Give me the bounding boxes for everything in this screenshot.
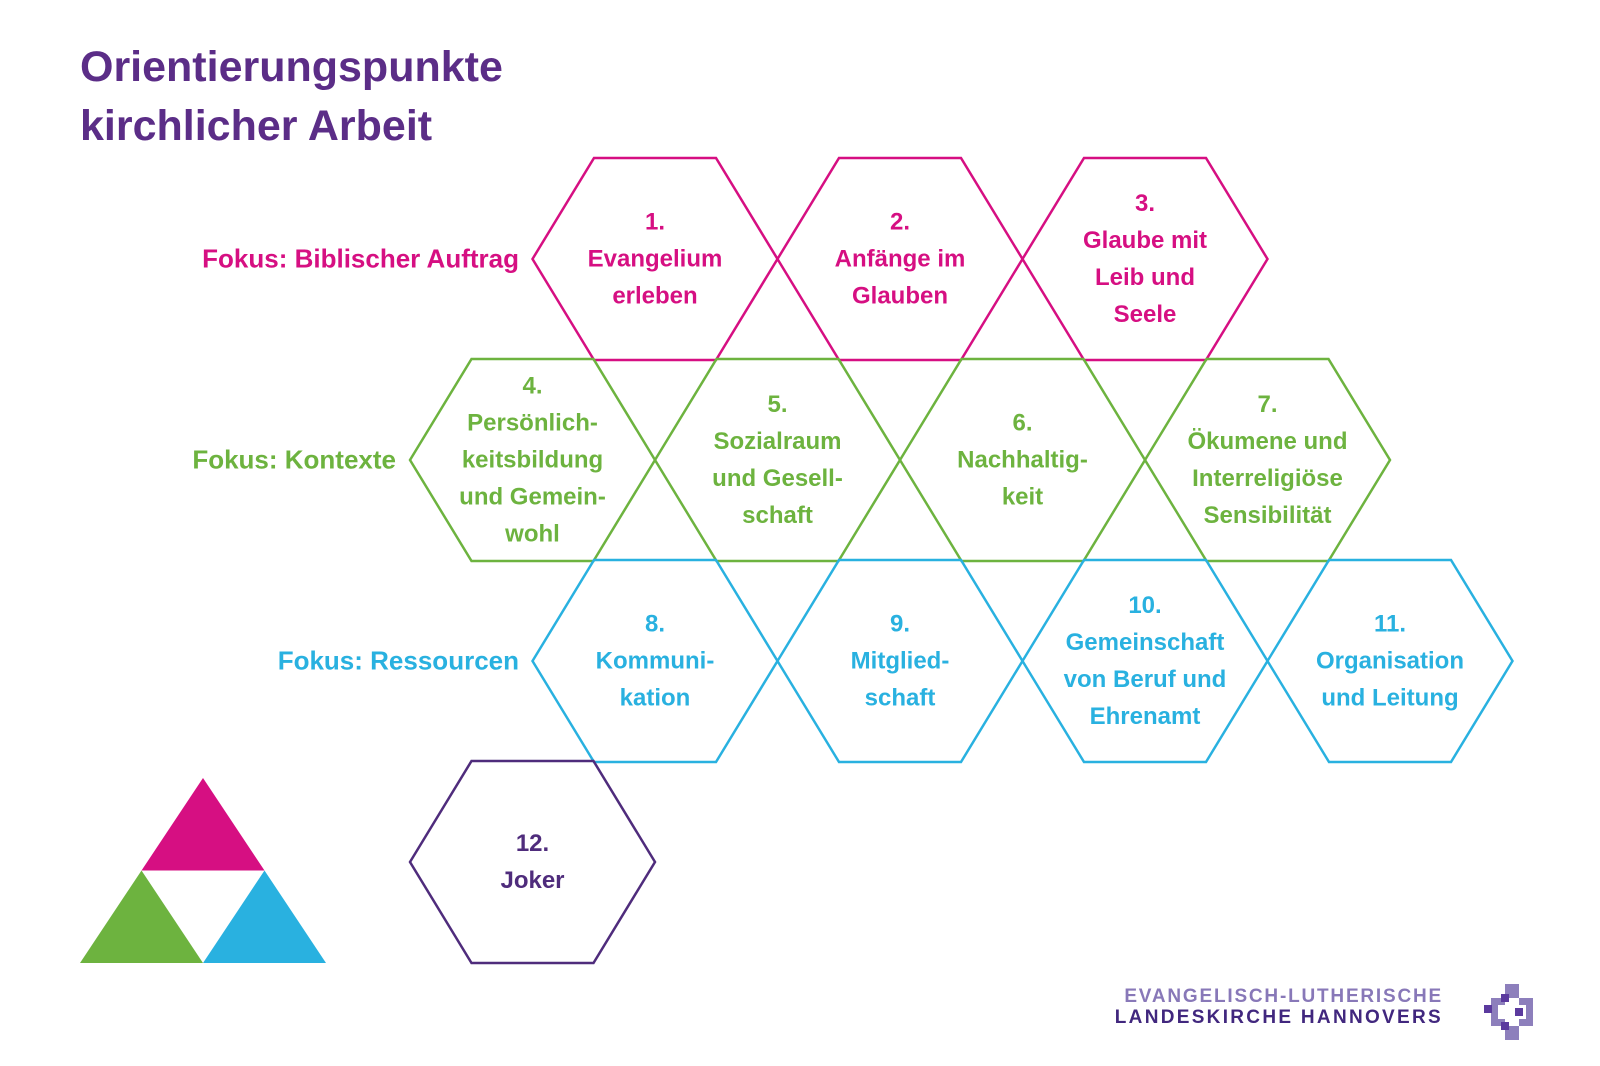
hexagon-12-label: 12. Joker	[418, 825, 648, 899]
hexagon-4-text-line: Persönlich-	[467, 409, 598, 437]
hexagon-9-text-line: schaft	[864, 684, 936, 712]
hexagon-6-text-line: keit	[1001, 483, 1044, 511]
hexagon-9-label: 9. Mitglied-schaft	[785, 606, 1015, 717]
hexagon-1-label: 1. Evangelium erleben	[540, 204, 770, 315]
footer-logo-text: EVANGELISCH-LUTHERISCHE LANDESKIRCHE HAN…	[1115, 986, 1443, 1028]
hexagon-2-text-line: Anfänge im	[834, 245, 966, 273]
hexagon-11-text-line: und Leitung	[1321, 684, 1459, 712]
hexagon-6-text-line: Nachhaltig-	[957, 446, 1088, 474]
triangle-logo-cyan	[203, 870, 326, 963]
row-label-2: Fokus: Kontexte	[192, 444, 396, 475]
hexagon-12-shape	[408, 759, 657, 965]
hexagon-5-text-line: Sozialraum	[713, 428, 842, 455]
hexagon-10-text-line: Gemeinschaft	[1065, 629, 1225, 656]
hexagon-6-text-line: 6.	[1012, 409, 1033, 437]
hexagon-10-text-line: Ehrenamt	[1089, 703, 1201, 730]
hexagon-3-text-line: Seele	[1113, 301, 1177, 328]
hexagon-5-text-line: und Gesell-	[712, 465, 843, 492]
hexagon-6-label: 6. Nachhaltig-keit	[908, 405, 1138, 516]
hexagon-1-text-line: erleben	[612, 282, 698, 310]
hexagon-3-text-line: Leib und	[1095, 264, 1195, 291]
hexagon-5-text-line: schaft	[742, 502, 813, 529]
triangle-logo-green	[80, 870, 203, 963]
hexagon-5-label: 5. Sozialraum und Gesell-schaft	[663, 386, 893, 534]
hexagon-9-text-line: 9.	[889, 610, 910, 638]
hexagon-8-text-line: kation	[619, 684, 691, 712]
hexagon-7-text-line: Sensibilität	[1203, 502, 1332, 529]
row-label-1: Fokus: Biblischer Auftrag	[202, 243, 519, 274]
hexagon-2-text-line: Glauben	[851, 282, 948, 310]
hexagon-2-text-line: 2.	[889, 208, 910, 236]
pixel-cross-icon	[1484, 984, 1533, 1040]
hexagon-10-text-line: 10.	[1128, 592, 1162, 619]
hexagon-3-text-line: Glaube mit	[1082, 227, 1208, 254]
triangle-logo	[80, 778, 326, 963]
hexagon-4-text-line: keitsbildung	[461, 446, 604, 474]
hexagon-4-label: 4. Persönlich-keitsbildung und Gemein-wohl	[418, 368, 648, 553]
footer-logo-line-1: EVANGELISCH-LUTHERISCHE	[1124, 986, 1443, 1007]
hexagon-3-text-line: 3.	[1134, 190, 1155, 217]
hexagon-12-text-line: Joker	[500, 867, 565, 894]
hexagon-11-label: 11. Organisation und Leitung	[1275, 606, 1505, 717]
hexagon-11-shape	[1266, 558, 1514, 764]
hexagon-8-label: 8. Kommuni-kation	[540, 606, 770, 717]
hexagon-4-text-line: und Gemein-	[459, 483, 606, 511]
page-title-line-1: Orientierungspunkte	[80, 43, 503, 91]
hexagon-11-text-line: Organisation	[1315, 647, 1465, 675]
hexagon-12-text-line: 12.	[515, 830, 550, 857]
hexagon-2-label: 2. Anfänge im Glauben	[785, 204, 1015, 315]
hexagon-7-text-line: 7.	[1257, 391, 1278, 418]
row-label-3: Fokus: Ressourcen	[277, 645, 519, 676]
hexagon-4-text-line: wohl	[505, 520, 560, 548]
hexagon-1-text-line: Evangelium	[587, 245, 723, 273]
footer-logo-line-2: LANDESKIRCHE HANNOVERS	[1114, 1007, 1443, 1028]
hexagon-7-text-line: Ökumene und	[1187, 428, 1348, 455]
hexagon-5-text-line: 5.	[767, 391, 788, 418]
hexagon-4-text-line: 4.	[522, 372, 543, 400]
hexagon-10-text-line: von Beruf und	[1063, 666, 1227, 693]
hexagon-7-text-line: Interreligiöse	[1192, 465, 1343, 492]
hexagon-8-text-line: Kommuni-	[595, 647, 715, 675]
hexagon-8-text-line: 8.	[644, 610, 665, 638]
page-title: Orientierungspunkte kirchlicher Arbeit	[80, 38, 503, 156]
hexagon-9-text-line: Mitglied-	[850, 647, 950, 675]
triangle-logo-pink	[141, 778, 265, 871]
hexagon-11-text-line: 11.	[1373, 610, 1407, 638]
page-title-line-2: kirchlicher Arbeit	[80, 102, 433, 150]
hexagon-1-text-line: 1.	[644, 208, 665, 236]
